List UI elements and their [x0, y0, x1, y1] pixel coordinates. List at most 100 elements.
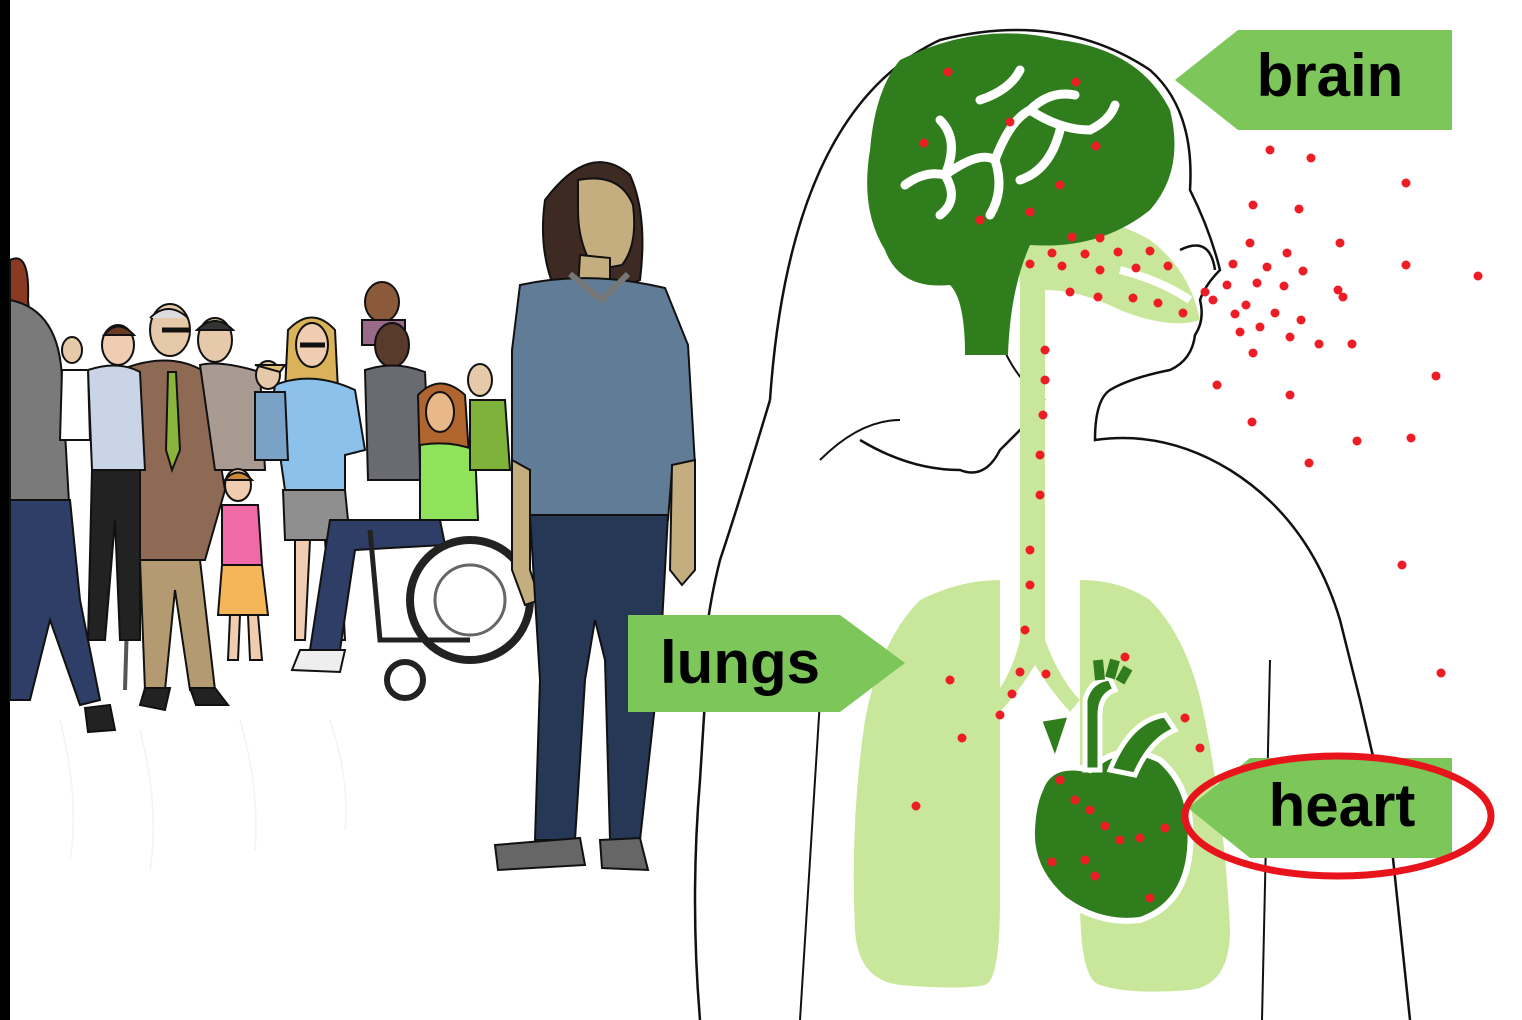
particle-dot: [1432, 372, 1441, 381]
particle-dot: [1036, 451, 1045, 460]
particle-dot: [1129, 294, 1138, 303]
particle-dot: [1315, 340, 1324, 349]
particle-dot: [1058, 262, 1067, 271]
particle-dot: [1039, 411, 1048, 420]
particle-dot: [1021, 626, 1030, 635]
particle-dot: [1132, 264, 1141, 273]
particle-dot: [1256, 323, 1265, 332]
particle-dot: [1161, 824, 1170, 833]
particle-dot: [1008, 690, 1017, 699]
particle-dot: [1348, 340, 1357, 349]
particle-dot: [1071, 796, 1080, 805]
particle-dot: [1402, 261, 1411, 270]
particle-dot: [1242, 301, 1251, 310]
particle-dot: [1026, 260, 1035, 269]
particle-dot: [1229, 260, 1238, 269]
particle-dot: [1121, 653, 1130, 662]
particle-dot: [1081, 856, 1090, 865]
particle-dot: [1026, 581, 1035, 590]
particle-dot: [1068, 233, 1077, 242]
particle-dot: [1295, 205, 1304, 214]
particle-dot: [1339, 293, 1348, 302]
particle-dot: [1299, 267, 1308, 276]
person-man-blue-shirt: [88, 325, 145, 640]
particle-dot: [1307, 154, 1316, 163]
label-lungs-text: lungs: [660, 629, 820, 696]
particle-dot: [1114, 248, 1123, 257]
particle-dot: [1101, 822, 1110, 831]
particle-dot: [1248, 418, 1257, 427]
particle-dot: [1286, 333, 1295, 342]
particle-dot: [1096, 266, 1105, 275]
particle-dot: [996, 711, 1005, 720]
particle-dot: [1474, 272, 1483, 281]
particle-dot: [1016, 668, 1025, 677]
particle-dot: [1286, 391, 1295, 400]
particle-dot: [1146, 894, 1155, 903]
person-foreground-woman: [495, 162, 695, 870]
particle-dot: [946, 676, 955, 685]
particle-dot: [1223, 281, 1232, 290]
particle-dot: [1231, 310, 1240, 319]
particle-dot: [1091, 872, 1100, 881]
particle-dot: [1297, 316, 1306, 325]
particle-dot: [1094, 293, 1103, 302]
particle-dot: [1263, 263, 1272, 272]
particle-dot: [912, 802, 921, 811]
particle-dot: [1437, 669, 1446, 678]
particle-dot: [1154, 299, 1163, 308]
particle-dot: [1246, 239, 1255, 248]
particle-dot: [1048, 858, 1057, 867]
particle-dot: [1336, 239, 1345, 248]
particle-dot: [1026, 208, 1035, 217]
particle-dot: [1026, 546, 1035, 555]
particle-dot: [1136, 834, 1145, 843]
particle-dot: [1066, 288, 1075, 297]
particle-dot: [958, 734, 967, 743]
particle-dot: [1305, 459, 1314, 468]
label-brain: brain: [1175, 30, 1452, 130]
particle-dot: [1081, 250, 1090, 259]
particle-dot: [1213, 381, 1222, 390]
particle-dot: [1041, 376, 1050, 385]
particle-dot: [1164, 262, 1173, 271]
particle-dot: [1249, 201, 1258, 210]
particle-dot: [1056, 181, 1065, 190]
person-child-pink: [218, 469, 268, 660]
particle-dot: [1353, 437, 1362, 446]
particle-dot: [944, 68, 953, 77]
particle-dot: [1402, 179, 1411, 188]
particle-dot: [1236, 328, 1245, 337]
particle-dot: [1253, 279, 1262, 288]
particle-dot: [1096, 234, 1105, 243]
particle-dot: [1249, 349, 1258, 358]
crowd-illustration: [10, 258, 530, 870]
particle-dot: [1201, 288, 1210, 297]
particle-dot: [1056, 776, 1065, 785]
particle-dot: [1086, 806, 1095, 815]
particle-dot: [1196, 744, 1205, 753]
label-heart-text: heart: [1269, 772, 1416, 839]
particle-dot: [1266, 146, 1275, 155]
particle-dot: [1181, 714, 1190, 723]
particle-dot: [920, 139, 929, 148]
particle-dot: [1146, 247, 1155, 256]
particle-dot: [1398, 561, 1407, 570]
particle-dot: [1407, 434, 1416, 443]
particle-dot: [1280, 282, 1289, 291]
label-lungs: lungs: [628, 615, 905, 712]
label-brain-text: brain: [1257, 42, 1404, 109]
particle-dot: [1179, 309, 1188, 318]
particle-dot: [1116, 836, 1125, 845]
particle-dot: [1041, 346, 1050, 355]
particle-dot: [1072, 78, 1081, 87]
particle-dot: [1042, 670, 1051, 679]
particle-dot: [1048, 249, 1057, 258]
particle-dot: [976, 216, 985, 225]
particle-dot: [1036, 491, 1045, 500]
particle-dot: [1271, 309, 1280, 318]
particle-dot: [1092, 142, 1101, 151]
particle-dot: [1209, 296, 1218, 305]
particle-dot: [1283, 249, 1292, 258]
